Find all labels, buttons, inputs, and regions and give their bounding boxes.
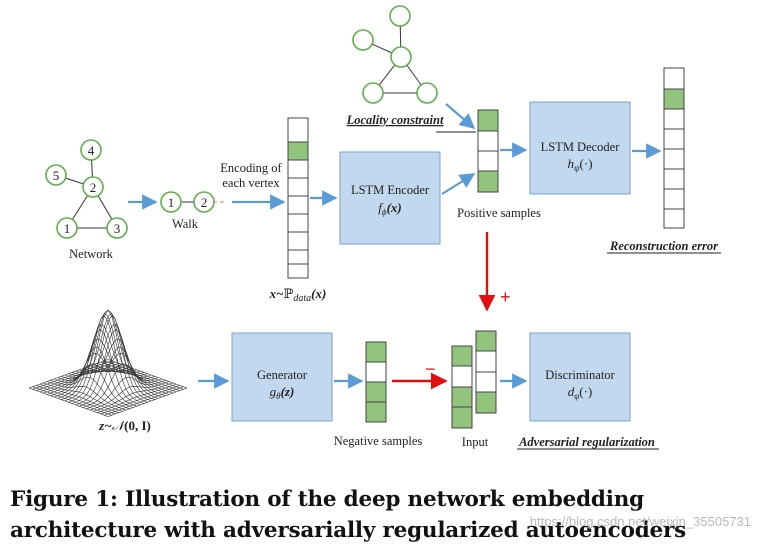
walk-node-label: 1 — [168, 195, 175, 210]
network-node-4 — [80, 139, 102, 161]
encoding-active-cell — [287, 141, 309, 161]
gaussian-mesh-line — [64, 312, 144, 402]
gaussian-mesh-line — [97, 383, 177, 413]
minus-sign: − — [425, 359, 436, 379]
gaussian-mesh-line — [93, 382, 173, 412]
generator-title: Generator — [257, 368, 308, 382]
lstm-encoder-function: fϕ(x) — [378, 200, 401, 217]
network-node-label: 1 — [64, 221, 71, 236]
gaussian-mesh-line — [89, 381, 170, 411]
gaussian-mesh-line — [28, 359, 109, 389]
lstm-encoder-title: LSTM Encoder — [351, 183, 430, 197]
network-node-5 — [45, 164, 67, 186]
lstm-encoder-box — [339, 151, 441, 245]
locality-constraint-label: Locality constraint — [346, 113, 444, 127]
discriminator-title: Discriminator — [545, 368, 615, 382]
network-node-label: 2 — [90, 180, 97, 195]
network-label: Network — [69, 247, 113, 261]
lstm-decoder-box — [529, 101, 631, 195]
arrow-encoder-to-positive — [441, 173, 476, 195]
data-distribution-label: x~ℙdata(x) — [269, 286, 327, 304]
walk-node-1 — [160, 191, 182, 213]
lstm-decoder-function: hψ(·) — [567, 156, 592, 173]
plus-sign: + — [500, 287, 511, 307]
walk-node-label: 2 — [201, 195, 208, 210]
gaussian-mesh-line — [36, 361, 116, 391]
locality-graph — [352, 5, 438, 104]
discriminator-box — [529, 332, 631, 422]
arrow-locality-to-positive — [445, 103, 476, 130]
network-node-2 — [82, 176, 104, 198]
gaussian-mesh-line — [39, 363, 119, 393]
walk-graph: 1 2 Walk — [160, 191, 226, 231]
gaussian-mesh-line — [32, 360, 112, 390]
gaussian-mesh-line — [86, 376, 166, 410]
reconstruction-vector — [663, 67, 685, 229]
reconstruction-error-label: Reconstruction error — [609, 239, 718, 253]
network-node-1 — [56, 217, 78, 239]
input-vector-negative — [451, 345, 473, 429]
figure-caption: Figure 1: Illustration of the deep netwo… — [10, 487, 687, 543]
encoding-vector — [287, 117, 309, 279]
gaussian-mesh-line — [107, 387, 188, 417]
walk-node-2 — [193, 191, 215, 213]
positive-samples-label: Positive samples — [457, 206, 541, 220]
walk-label: Walk — [172, 217, 199, 231]
discriminator-function: dφ(·) — [568, 384, 592, 401]
negative-samples-vector — [365, 341, 387, 423]
watermark-url: https://blog.csdn.net/weixin_35505731 — [529, 514, 751, 529]
gaussian-mesh-line — [104, 386, 184, 416]
adversarial-regularization-label: Adversarial regularization — [518, 435, 655, 449]
gaussian-mesh-line — [79, 346, 159, 407]
network-graph: 4 5 2 1 3 Network — [45, 139, 128, 261]
encoding-label-line2: each vertex — [222, 176, 280, 190]
gaussian-mesh-line — [68, 309, 148, 403]
network-node-label: 5 — [53, 168, 60, 183]
generator-box — [231, 332, 333, 422]
input-vector-positive — [475, 330, 497, 414]
gaussian-mesh-line — [75, 328, 155, 406]
gaussian-mesh-line — [54, 352, 134, 398]
positive-samples-vector — [477, 109, 499, 193]
network-node-3 — [106, 217, 128, 239]
gaussian-mesh-line — [43, 364, 123, 394]
negative-samples-label: Negative samples — [334, 434, 423, 448]
gaussian-mesh-line — [82, 363, 162, 408]
gaussian-surface — [28, 309, 188, 417]
encoding-label-line1: Encoding of — [220, 161, 282, 175]
gaussian-mesh-line — [100, 385, 180, 415]
gaussian-mesh-line — [43, 382, 123, 412]
network-node-label: 3 — [114, 221, 121, 236]
network-node-label: 4 — [88, 143, 95, 158]
gaussian-mesh-line — [61, 323, 141, 400]
noise-distribution-label: z~𝒩(0, I) — [98, 418, 151, 433]
generator-function: gθ(z) — [270, 384, 295, 401]
lstm-decoder-title: LSTM Decoder — [541, 140, 621, 154]
input-label: Input — [462, 435, 489, 449]
gaussian-mesh-line — [57, 338, 137, 399]
gaussian-mesh-line — [68, 309, 148, 403]
